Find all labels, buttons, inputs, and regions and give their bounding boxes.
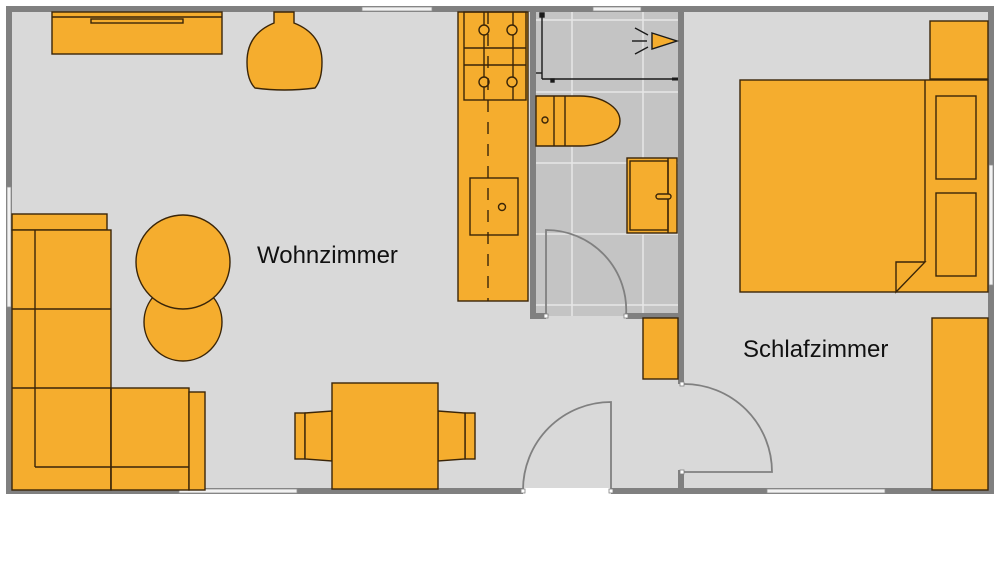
armchair: [246, 11, 323, 91]
entrance-opening: [523, 488, 611, 494]
stove: [463, 11, 527, 101]
room-label-wohnzimmer: Wohnzimmer: [257, 242, 398, 269]
bathroom-door: [545, 229, 628, 317]
bedroom-door: [683, 383, 773, 473]
toilet: [535, 95, 621, 147]
cabinet-hall: [642, 317, 679, 380]
window-right: [988, 164, 994, 286]
washbasin: [626, 157, 678, 234]
double-bed: [739, 79, 989, 294]
window-bottom-bedroom: [766, 488, 886, 494]
kitchen-sink: [469, 177, 519, 236]
room-label-schlafzimmer: Schlafzimmer: [743, 336, 889, 363]
nightstand: [929, 20, 989, 80]
dining-table: [331, 382, 439, 490]
corner-sofa: [11, 213, 206, 491]
entrance-door: [522, 401, 612, 491]
dining-chair-right: [437, 410, 476, 462]
doors[interactable]: [522, 229, 773, 491]
sideboard: [51, 11, 223, 55]
window-top-bath: [592, 6, 642, 12]
kitchen-counter: [457, 11, 529, 302]
shower-head-icon: [632, 27, 680, 55]
wardrobe: [931, 317, 989, 491]
round-table-large: [135, 214, 231, 310]
interior-walls: [530, 12, 684, 490]
shower: [536, 12, 680, 83]
dining-chair-left: [294, 410, 333, 462]
window-left: [6, 186, 12, 308]
window-bottom-living: [178, 488, 298, 494]
window-top-living: [361, 6, 433, 12]
windows: [6, 6, 994, 494]
